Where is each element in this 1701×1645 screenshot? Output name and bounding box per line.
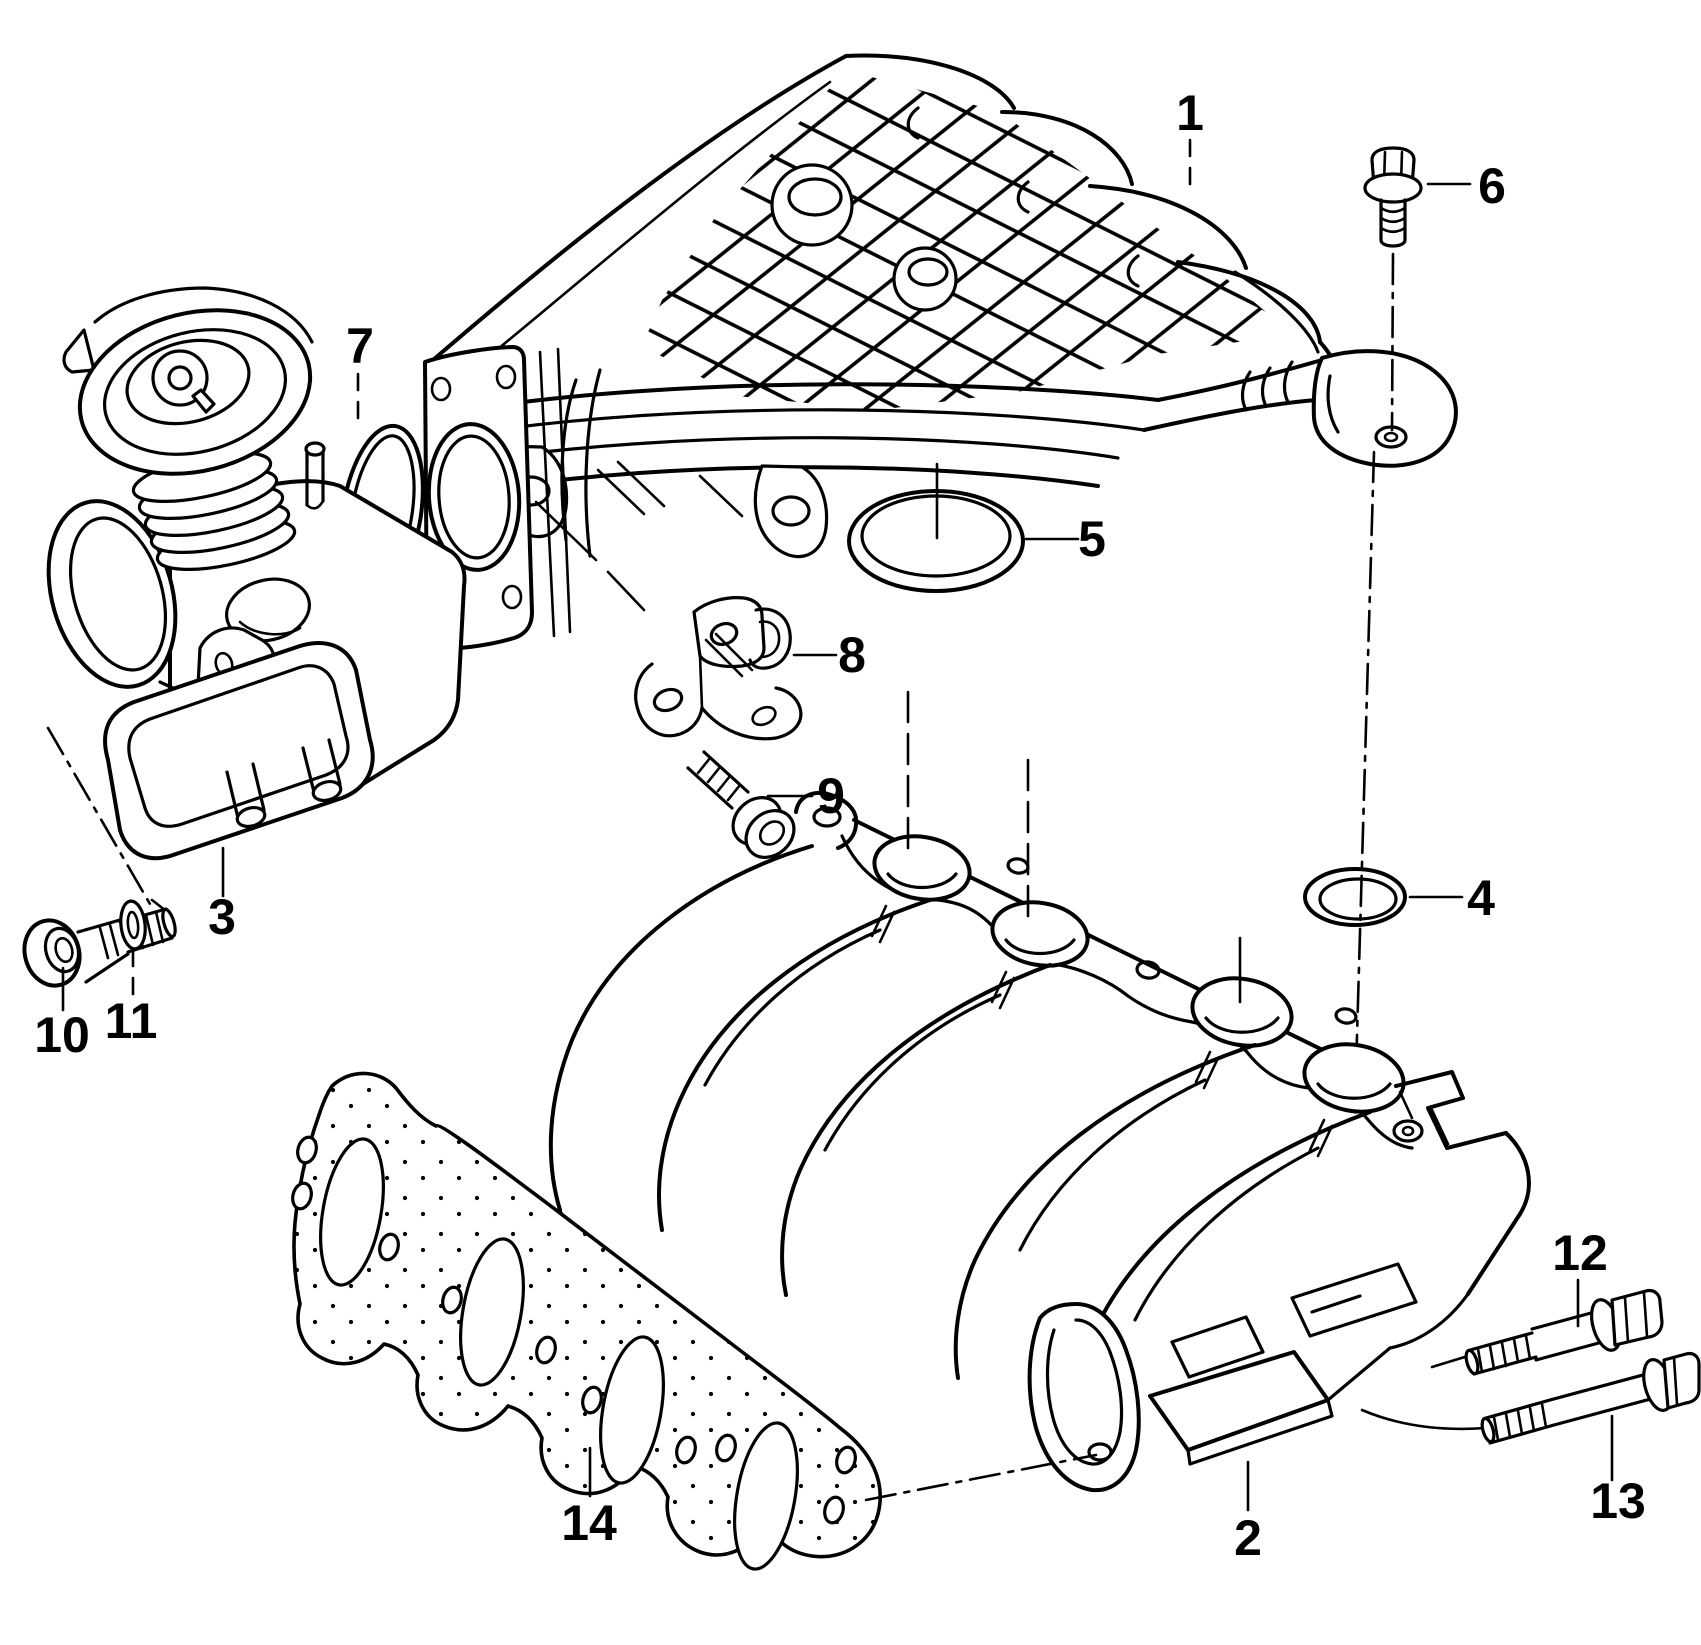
seal-5-illustration (847, 462, 1025, 593)
flange-gasket-14-illustration (291, 1071, 883, 1571)
alignment-line-bolt10 (46, 726, 152, 906)
bolt-13-illustration (1360, 1351, 1701, 1445)
part-label-13: 13 (1590, 1473, 1646, 1529)
bolt-6-illustration (1363, 146, 1423, 248)
part-label-8: 8 (838, 627, 866, 683)
o-ring-4-illustration (1303, 867, 1407, 927)
part-label-10: 10 (34, 1007, 90, 1063)
bolt-6-axis-line (1390, 252, 1395, 432)
bracket-8-illustration (634, 596, 803, 741)
bolt-9-illustration (686, 750, 796, 859)
upper-intake-manifold-illustration (412, 53, 1458, 651)
part-label-9: 9 (817, 768, 845, 824)
lower-intake-manifold-illustration (548, 791, 1531, 1493)
part-label-1: 1 (1176, 85, 1204, 141)
part-label-11: 11 (105, 993, 158, 1049)
part-label-5: 5 (1078, 511, 1106, 567)
part-label-12: 12 (1552, 1225, 1608, 1281)
alignment-line-gasket (864, 1453, 1098, 1502)
alignment-line-bolt6-to-port (1354, 450, 1376, 1072)
part-label-6: 6 (1478, 158, 1506, 214)
washer-11-illustration (119, 899, 147, 951)
part-label-7: 7 (346, 318, 374, 374)
part-label-2: 2 (1234, 1510, 1262, 1566)
part-label-14: 14 (561, 1495, 617, 1551)
bolt-10-illustration (22, 907, 177, 988)
part-label-4: 4 (1467, 870, 1495, 926)
alignment-line-bracket (534, 500, 646, 612)
bolt-12-illustration (1430, 1288, 1664, 1376)
manifold-mounting-foot (1311, 349, 1458, 468)
part-label-3: 3 (208, 889, 236, 945)
throttle-body-illustration (46, 286, 467, 861)
